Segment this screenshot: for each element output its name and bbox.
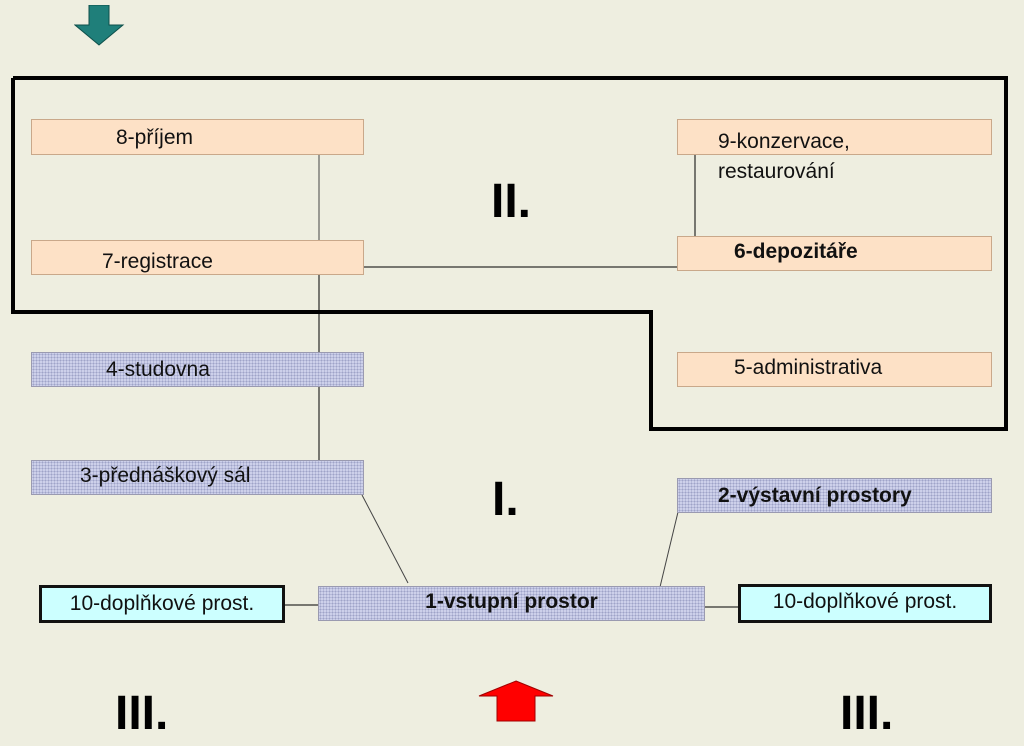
room-3-label: 3-přednáškový sál: [80, 463, 251, 487]
connector-2-1: [659, 511, 679, 588]
room-9-conservation: 9-konzervace, restaurování: [677, 119, 992, 183]
room-7-registration: 7-registrace: [31, 240, 364, 275]
room-8-label: 8-příjem: [116, 126, 194, 149]
room-1-entrance: 1-vstupní prostor: [318, 586, 705, 621]
zone-iii-left-label: III.: [115, 687, 169, 740]
arrow-up-icon: [478, 680, 554, 722]
room-2-label: 2-výstavní prostory: [718, 483, 912, 507]
room-2-exhibition: 2-výstavní prostory: [677, 478, 992, 513]
room-6-label: 6-depozitáře: [734, 239, 858, 263]
room-7-label: 7-registrace: [102, 249, 213, 273]
room-9-label-line1: 9-konzervace,: [718, 130, 850, 153]
room-4-study: 4-studovna: [31, 352, 364, 387]
zone-ii-label: II.: [491, 175, 532, 228]
zone-iii-right-label: III.: [840, 687, 894, 740]
room-10-auxiliary-left: 10-doplňkové prost.: [39, 585, 285, 623]
zone-ii-boundary: [11, 76, 1008, 431]
connector-3-1: [361, 494, 409, 584]
room-9-label-line2: restaurování: [718, 160, 835, 183]
zone-i-label: I.: [492, 473, 519, 526]
arrow-down-icon: [74, 5, 125, 46]
room-10-right-label: 10-doplňkové prost.: [772, 589, 958, 613]
room-5-administration: 5-administrativa: [677, 352, 992, 387]
room-10-auxiliary-right: 10-doplňkové prost.: [738, 584, 992, 623]
room-10-left-label: 10-doplňkové prost.: [69, 592, 255, 615]
room-3-lecture-hall: 3-přednáškový sál: [31, 460, 364, 495]
room-4-label: 4-studovna: [106, 357, 210, 381]
room-8-intake: 8-příjem: [31, 119, 364, 155]
room-5-label: 5-administrativa: [734, 356, 883, 379]
room-1-label: 1-vstupní prostor: [425, 590, 598, 613]
room-6-depositories: 6-depozitáře: [677, 236, 992, 271]
